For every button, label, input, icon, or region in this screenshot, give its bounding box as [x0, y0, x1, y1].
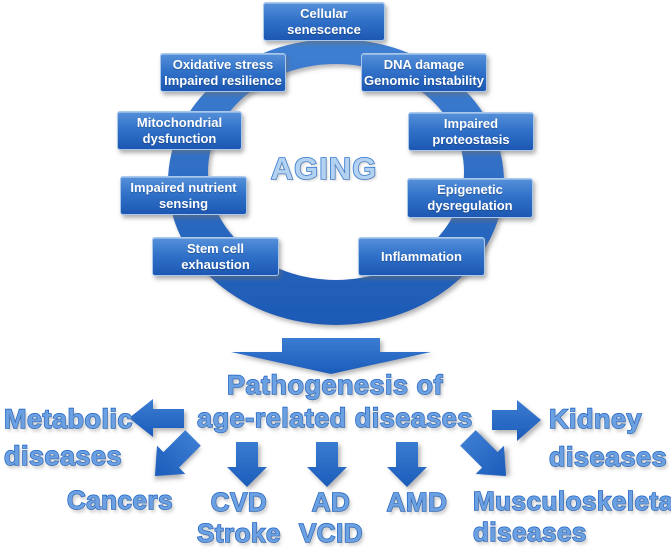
hallmark-label: Epigenetic — [437, 182, 503, 197]
outcome-label: AMD — [386, 486, 448, 517]
outcome-metabolic-diseases: Metabolic diseases — [3, 401, 134, 475]
funnel-down-arrow-icon — [231, 338, 431, 374]
outcome-label: diseases — [548, 441, 668, 472]
hallmark-impaired-nutrient-sensing: Impaired nutrient sensing — [120, 176, 247, 215]
hallmark-label: proteostasis — [432, 131, 510, 147]
outcome-label: diseases — [3, 440, 123, 471]
aging-center-label: AGING — [270, 150, 378, 187]
outcome-cvd-stroke: CVD Stroke — [189, 486, 289, 549]
outcome-label: CVD — [210, 486, 268, 517]
arrow-to-musculoskeletal-icon — [460, 430, 507, 477]
outcome-label: Musculoskeletal — [472, 485, 671, 516]
arrow-to-amd-icon — [387, 442, 427, 487]
outcome-label: Metabolic — [3, 403, 134, 434]
arrow-to-metabolic-icon — [129, 399, 184, 437]
outcome-cancers: Cancers — [60, 484, 180, 515]
hallmark-label: dysfunction — [142, 130, 217, 146]
outcome-label: AD — [311, 486, 351, 517]
outcome-ad-vcid: AD VCID — [281, 486, 381, 549]
hallmark-dna-damage: DNA damage Genomic instability — [361, 53, 487, 92]
funnel-title-line2: age-related diseases — [196, 402, 473, 433]
outcome-label: Kidney — [548, 403, 643, 434]
hallmark-label: Oxidative stress — [172, 56, 274, 72]
arrow-to-cvd-icon — [227, 442, 267, 487]
outcome-kidney-diseases: Kidney diseases — [548, 400, 668, 476]
arrow-to-cancers-icon — [154, 430, 201, 477]
funnel-title-line1: Pathogenesis of — [226, 369, 444, 400]
hallmark-label: Impaired nutrient — [130, 179, 237, 195]
hallmark-label: Impaired resilience — [164, 72, 282, 88]
outcome-label: diseases — [472, 516, 587, 547]
funnel-title: Pathogenesis of age-related diseases — [130, 369, 540, 435]
outcome-musculoskeletal-diseases: Musculoskeletal diseases — [472, 485, 671, 548]
outcome-label: Cancers — [66, 484, 174, 515]
hallmark-label: senescence — [287, 21, 361, 37]
arrow-to-ad-icon — [307, 442, 347, 487]
hallmark-label: Impaired — [443, 115, 499, 131]
hallmark-mitochondrial-dysfunction: Mitochondrial dysfunction — [117, 111, 242, 150]
hallmark-label: Stem cell — [186, 240, 245, 256]
hallmark-label: Genomic instability — [364, 72, 484, 88]
hallmark-oxidative-stress: Oxidative stress Impaired resilience — [160, 53, 286, 92]
hallmark-epigenetic-dysregulation: Epigenetic dysregulation — [407, 178, 533, 218]
hallmark-label: Mitochondrial — [136, 114, 223, 130]
hallmark-inflammation: Inflammation — [358, 237, 485, 276]
hallmark-impaired-proteostasis: Impaired proteostasis — [408, 112, 534, 151]
hallmark-label: DNA damage — [383, 56, 465, 72]
hallmark-label: Inflammation — [381, 248, 462, 264]
outcome-amd: AMD — [367, 486, 467, 518]
hallmark-cellular-senescence: Cellular senescence — [263, 2, 385, 41]
hallmark-label: sensing — [158, 195, 209, 211]
outcome-label: VCID — [298, 517, 364, 548]
hallmark-label: dysregulation — [427, 198, 513, 213]
arrow-to-kidney-icon — [492, 400, 541, 441]
hallmark-stem-cell-exhaustion: Stem cell exhaustion — [152, 237, 279, 276]
outcome-label: Stroke — [196, 517, 281, 548]
hallmark-label: exhaustion — [181, 256, 250, 272]
hallmark-label: Cellular — [300, 5, 348, 21]
